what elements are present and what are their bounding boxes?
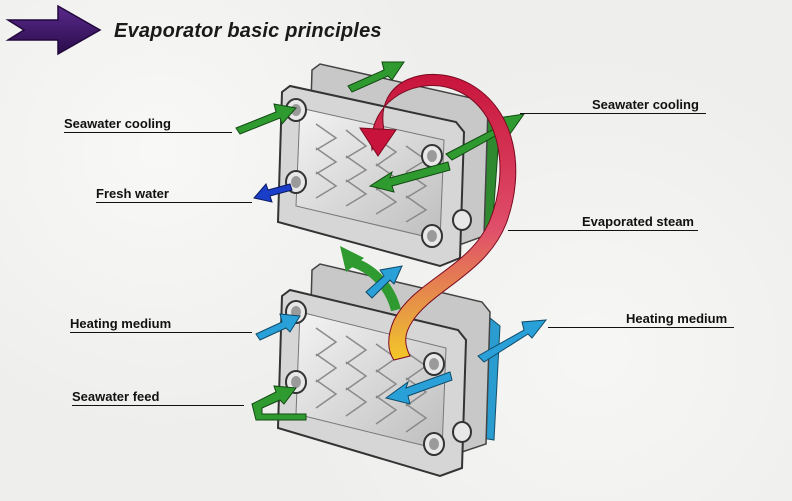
label-heating-medium-left: Heating medium bbox=[70, 316, 172, 331]
heating-medium-right-arrow bbox=[477, 319, 548, 363]
label-seawater-cooling-right: Seawater cooling bbox=[592, 97, 699, 112]
seawater-internal-arrow bbox=[368, 161, 451, 193]
label-seawater-cooling-left: Seawater cooling bbox=[64, 116, 171, 131]
seawater-feed-arrow bbox=[251, 385, 307, 421]
page-title: Evaporator basic principles bbox=[114, 20, 382, 42]
seawater-cooling-in-arrow bbox=[235, 103, 297, 135]
label-seawater-feed: Seawater feed bbox=[72, 389, 160, 404]
bottom-exchanger bbox=[276, 263, 501, 478]
leader-line bbox=[548, 327, 734, 328]
leader-line bbox=[520, 113, 706, 114]
leader-line bbox=[72, 405, 244, 406]
leader-line bbox=[70, 332, 252, 333]
label-heating-medium-right: Heating medium bbox=[626, 311, 728, 326]
heating-medium-internal-arrow bbox=[384, 371, 453, 405]
seawater-up-arrow bbox=[340, 246, 401, 312]
top-exchanger bbox=[276, 63, 501, 268]
label-fresh-water: Fresh water bbox=[96, 186, 169, 201]
label-evaporated-steam: Evaporated steam bbox=[582, 214, 694, 229]
leader-line bbox=[96, 202, 252, 203]
seawater-cooling-out-top-arrow bbox=[347, 61, 405, 93]
heating-medium-in-arrow bbox=[255, 313, 301, 341]
evaporated-steam-ribbon bbox=[359, 73, 517, 361]
header-arrow-icon bbox=[5, 4, 102, 56]
leader-line bbox=[508, 230, 698, 231]
heating-medium-top-arrow bbox=[365, 265, 403, 299]
fresh-water-arrow bbox=[253, 183, 293, 203]
leader-line bbox=[64, 132, 232, 133]
